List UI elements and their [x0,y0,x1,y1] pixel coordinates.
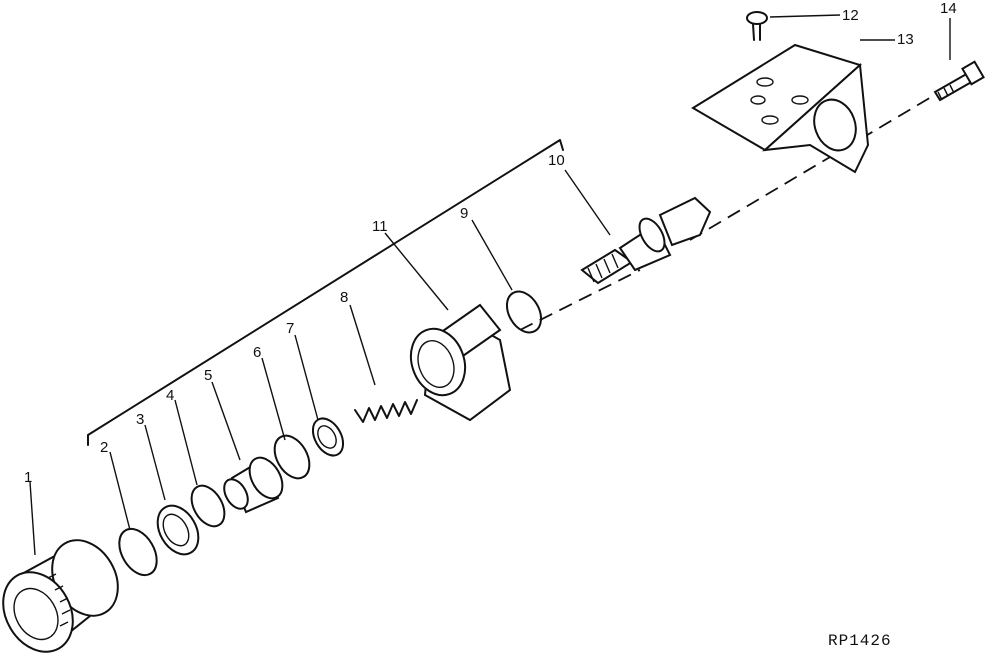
part-bolt [933,60,985,102]
callout-8: 8 [340,289,348,306]
part-washer-7 [311,417,345,457]
part-adapter-fitting [580,196,712,285]
callout-9: 9 [460,205,468,222]
callout-13: 13 [897,31,914,48]
part-o-ring-6 [273,434,311,480]
part-o-ring-9 [505,290,543,334]
callout-4: 4 [166,387,174,404]
part-o-ring-2 [118,527,158,577]
callout-11: 11 [372,218,388,235]
callout-14: 14 [940,0,957,17]
part-filter [2,539,119,653]
part-valve [223,456,284,514]
part-mounting-bracket [691,43,870,174]
callout-1: 1 [24,469,32,486]
callout-10: 10 [548,152,565,169]
callout-3: 3 [136,411,144,428]
callout-6: 6 [253,344,261,361]
leader-lines [29,14,951,556]
part-screw [746,11,768,41]
callout-5: 5 [204,367,212,384]
part-spring [354,399,418,423]
callout-12: 12 [842,7,859,24]
part-o-ring-4 [190,484,226,528]
reference-code: RP1426 [828,632,892,650]
callout-7: 7 [286,320,294,337]
part-filter-housing [409,303,512,422]
group-bracket [87,139,564,446]
part-washer-3 [156,504,200,556]
callout-2: 2 [100,439,108,456]
